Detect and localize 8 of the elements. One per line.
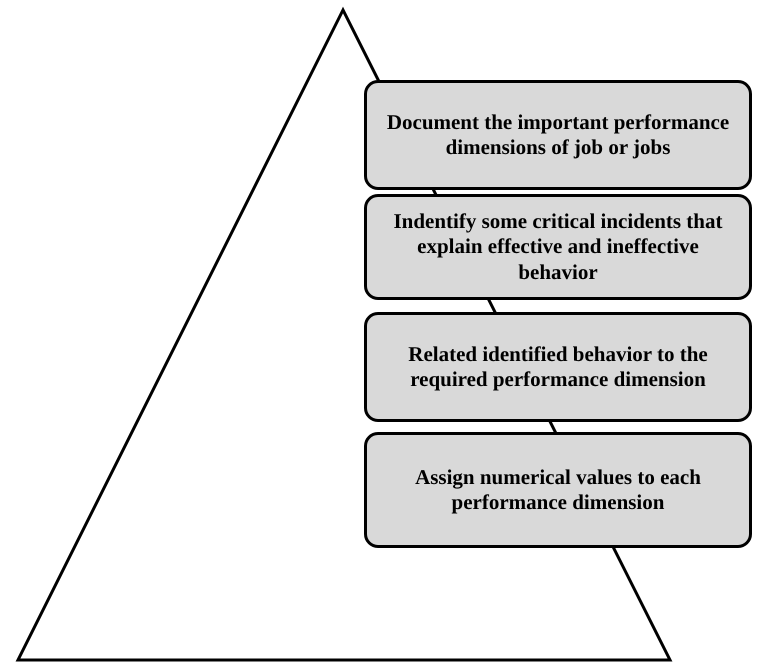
step-text: Document the important performance dimensions of job or jobs <box>386 110 730 160</box>
step-text: Related identified behavior to the required performance dimension <box>407 342 709 392</box>
step-text: Assign numerical values to each performance dimension <box>414 464 702 516</box>
step-text: Indentify some critical incidents that explain effective and ineffective behavior <box>392 209 724 285</box>
process-box <box>364 432 752 548</box>
process-box <box>364 194 752 300</box>
process-box <box>364 312 752 422</box>
process-box <box>364 80 752 190</box>
